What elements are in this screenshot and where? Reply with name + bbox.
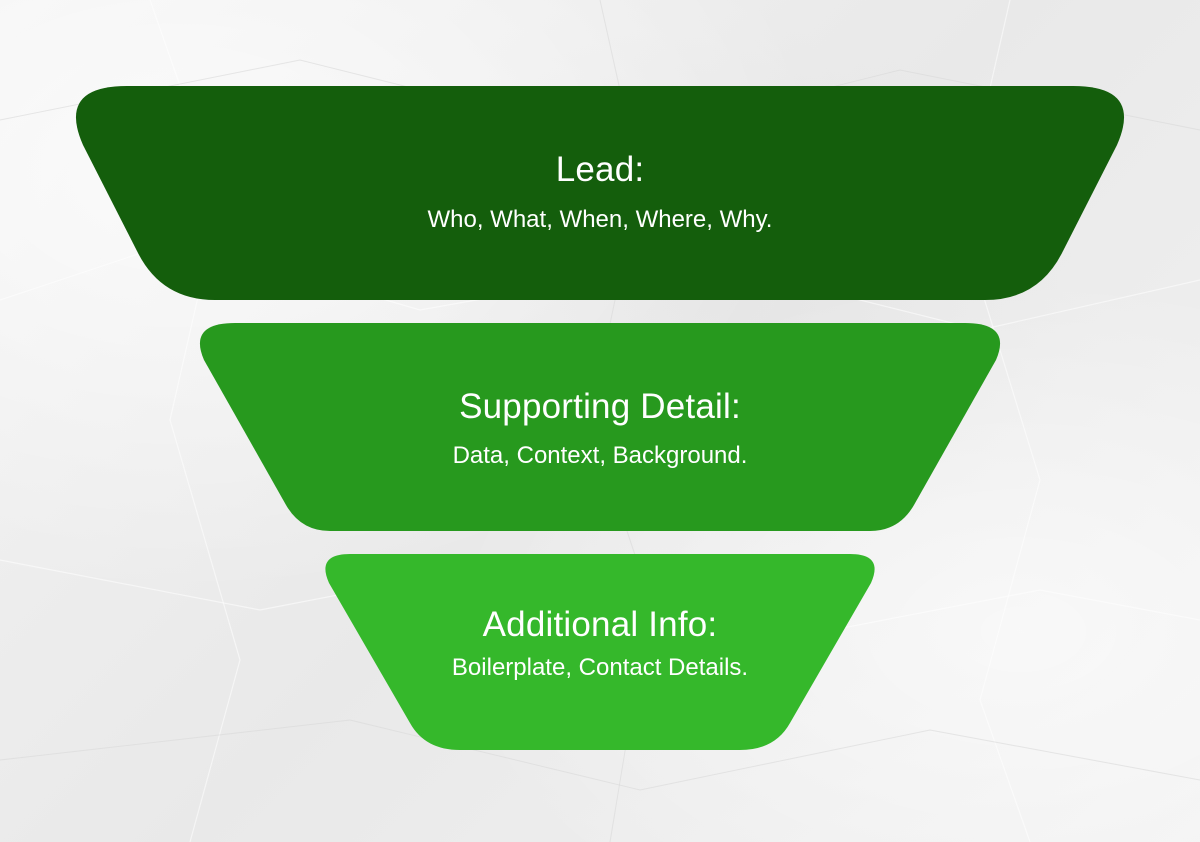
- tier-2-subtitle: Data, Context, Background.: [452, 442, 748, 469]
- tier-3-title: Additional Info:: [482, 605, 718, 644]
- tier-1-subtitle: Who, What, When, Where, Why.: [427, 206, 773, 233]
- tier-1-lead-shape: [75, 86, 1125, 300]
- tier-3-additional-info-shape: [325, 554, 875, 750]
- tier-2-supporting-detail-shape: [199, 323, 1001, 531]
- tier-2-title: Supporting Detail:: [459, 387, 741, 426]
- tier-1-title: Lead:: [555, 150, 645, 189]
- tier-3-subtitle: Boilerplate, Contact Details.: [451, 654, 749, 681]
